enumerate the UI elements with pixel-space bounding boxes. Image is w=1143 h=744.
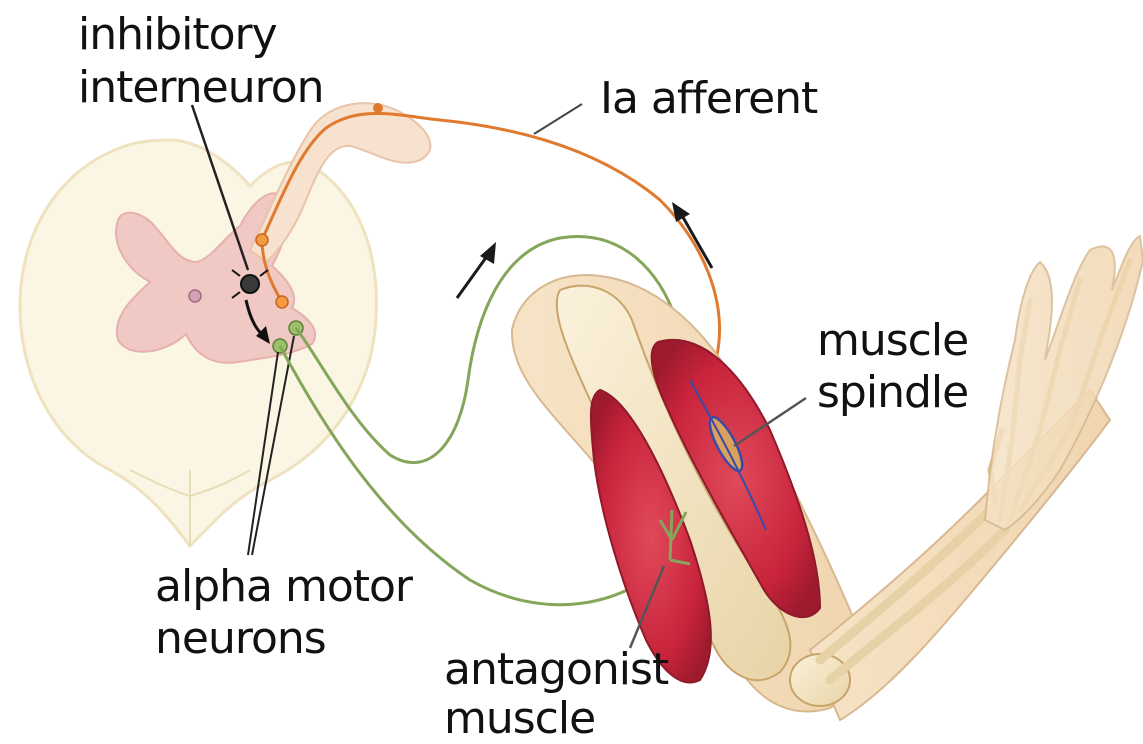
ia-terminal-2 <box>276 296 288 308</box>
label-muscle-spindle-line1: muscle <box>817 316 968 366</box>
label-alpha-motor-line2: neurons <box>155 614 326 664</box>
ia-pointer-line <box>534 104 582 134</box>
label-ia-afferent: Ia afferent <box>600 74 817 124</box>
hand-outline <box>985 236 1143 530</box>
label-inhibitory-line1: inhibitory <box>78 10 277 60</box>
ia-terminal <box>256 234 268 246</box>
label-inhibitory-line2: interneuron <box>78 63 324 113</box>
label-muscle-spindle-line2: spindle <box>817 368 968 418</box>
label-alpha-motor-line1: alpha motor <box>155 562 412 612</box>
central-canal <box>189 290 201 302</box>
spinal-cord-section <box>20 140 377 546</box>
ia-soma <box>373 103 383 113</box>
label-antagonist-line1: antagonist <box>444 645 668 695</box>
